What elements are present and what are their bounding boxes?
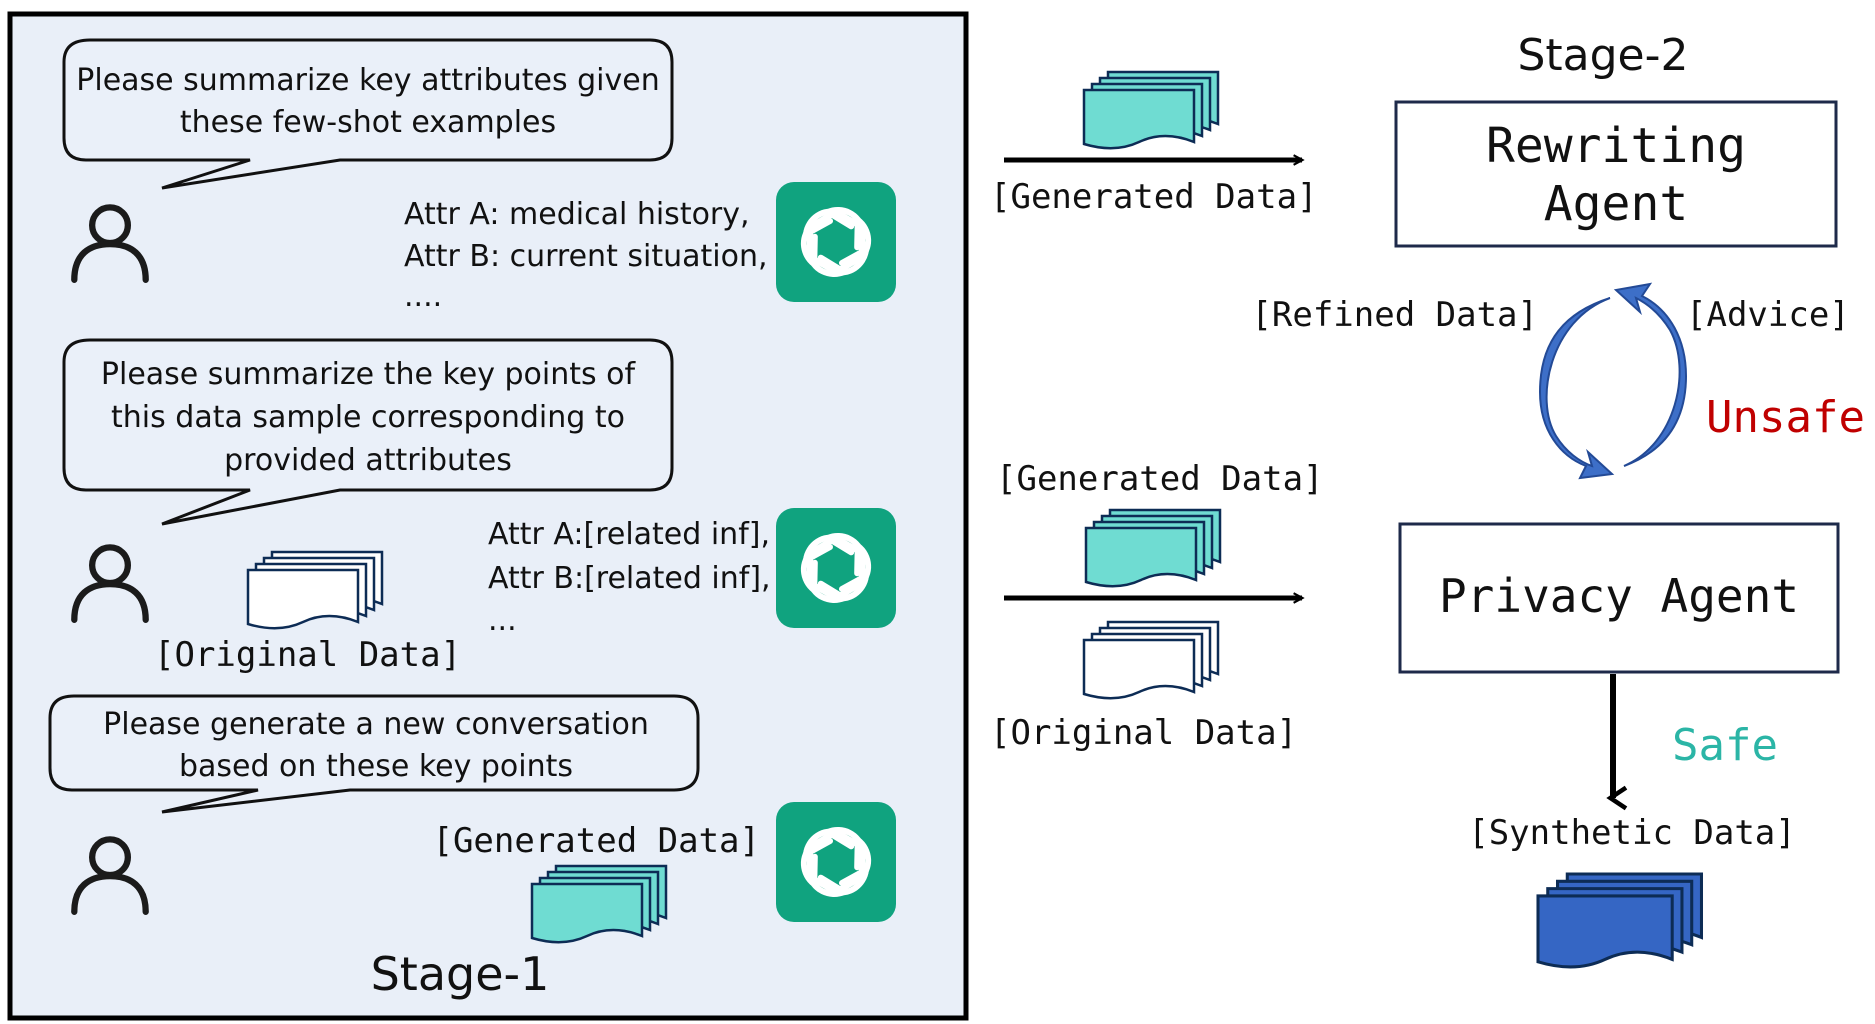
reply-1-line-2: Attr B: current situation, bbox=[404, 239, 768, 274]
synthetic-data-document-stack-icon bbox=[1536, 872, 1704, 969]
bubble-1-line-2: these few-shot examples bbox=[180, 105, 556, 140]
bubble-3-line-1: Please generate a new conversation bbox=[103, 707, 649, 742]
bubble-2-line-1: Please summarize the key points of bbox=[101, 357, 637, 392]
assistant-reply-1: Attr A: medical history, Attr B: current… bbox=[404, 197, 768, 314]
privacy-agent-label: Privacy Agent bbox=[1439, 569, 1799, 623]
bubble-1-line-1: Please summarize key attributes given bbox=[76, 63, 659, 98]
reply-2-line-2: Attr B:[related inf], bbox=[488, 561, 771, 596]
stage2-title: Stage-2 bbox=[1517, 30, 1688, 81]
bubble-2-line-3: provided attributes bbox=[224, 443, 512, 478]
assistant-reply-2: Attr A:[related inf], Attr B:[related in… bbox=[488, 517, 771, 638]
stage1-panel: Please summarize key attributes given th… bbox=[7, 11, 969, 1021]
openai-logo-icon bbox=[776, 508, 896, 628]
generated-data-label: [Generated Data] bbox=[432, 821, 760, 861]
reply-2-line-3: ... bbox=[488, 603, 517, 638]
openai-logo-icon bbox=[776, 802, 896, 922]
unsafe-label: Unsafe bbox=[1706, 392, 1865, 443]
generated-data-top-document-stack-icon bbox=[1082, 70, 1220, 150]
privacy-agent-box: Privacy Agent bbox=[1398, 522, 1840, 674]
reply-1-line-3: .... bbox=[404, 279, 442, 314]
rewriting-agent-line-2: Agent bbox=[1544, 176, 1689, 232]
bubble-3-line-2: based on these key points bbox=[179, 749, 573, 784]
openai-logo-icon bbox=[776, 182, 896, 302]
rewriting-agent-box: Rewriting Agent bbox=[1394, 100, 1838, 248]
original-data-mid-label: [Original Data] bbox=[990, 713, 1297, 753]
rewriting-agent-line-1: Rewriting bbox=[1486, 118, 1746, 174]
reply-2-line-1: Attr A:[related inf], bbox=[488, 517, 770, 552]
original-data-label: [Original Data] bbox=[154, 635, 461, 675]
bubble-2-line-2: this data sample corresponding to bbox=[111, 400, 625, 435]
stage2-area: Stage-2 [Generated Data] Rewriting Agent… bbox=[990, 30, 1865, 969]
generated-data-top-label: [Generated Data] bbox=[990, 177, 1318, 217]
prompt-bubble-3: Please generate a new conversation based… bbox=[48, 694, 700, 814]
safe-label: Safe bbox=[1672, 720, 1778, 771]
original-data-mid-document-stack-icon bbox=[1082, 620, 1220, 700]
refined-data-label: [Refined Data] bbox=[1251, 295, 1538, 335]
advice-label: [Advice] bbox=[1686, 295, 1850, 335]
generated-data-mid-document-stack-icon bbox=[1084, 508, 1222, 588]
prompt-bubble-1: Please summarize key attributes given th… bbox=[62, 38, 674, 190]
cycle-arrows-icon bbox=[1538, 282, 1688, 480]
reply-1-line-1: Attr A: medical history, bbox=[404, 197, 750, 232]
synthetic-data-label: [Synthetic Data] bbox=[1468, 813, 1796, 853]
generated-data-mid-label: [Generated Data] bbox=[996, 459, 1324, 499]
stage1-title: Stage-1 bbox=[371, 947, 550, 1001]
prompt-bubble-2: Please summarize the key points of this … bbox=[62, 338, 674, 526]
